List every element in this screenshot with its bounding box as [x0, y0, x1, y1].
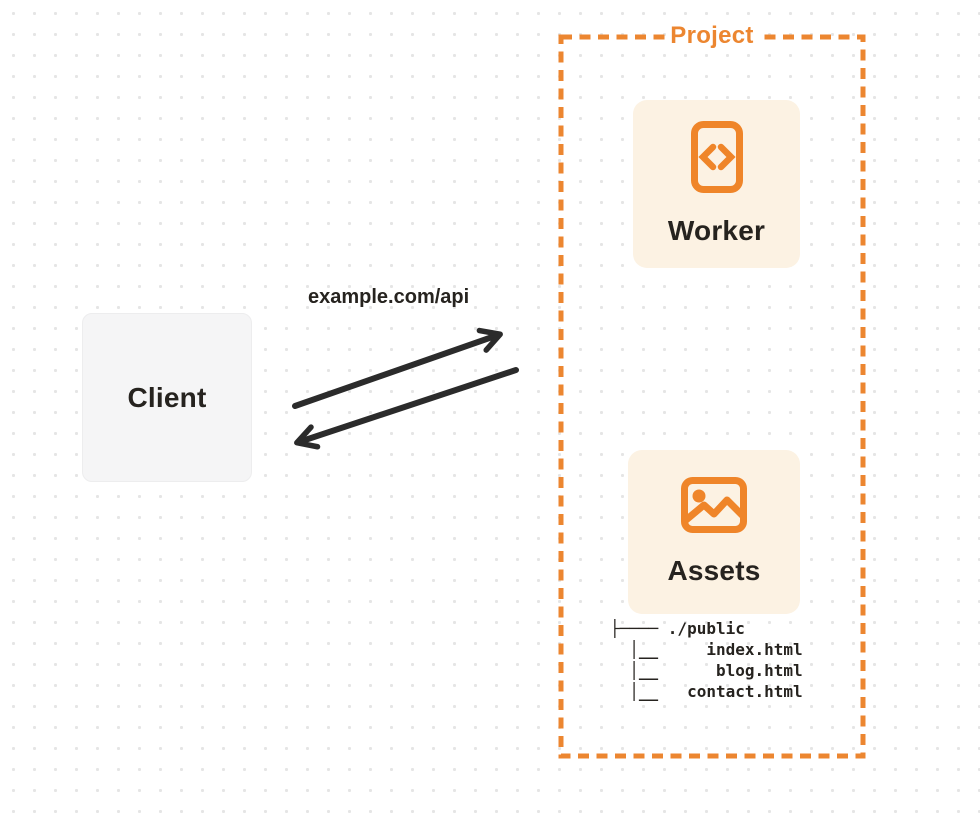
worker-label: Worker	[667, 215, 766, 246]
assets-node[interactable]: Assets	[628, 450, 800, 614]
file-tree-root: ├──── ./public	[610, 619, 745, 638]
image-icon	[681, 477, 747, 533]
project-group-label: Project	[560, 21, 864, 51]
code-document-icon	[690, 121, 743, 193]
file-tree-item-index: │__ index.html	[610, 640, 803, 659]
assets-label: Assets	[667, 555, 761, 586]
worker-node[interactable]: Worker	[633, 100, 800, 268]
request-arrow	[292, 327, 503, 409]
project-label-text: Project	[667, 21, 757, 51]
client-label: Client	[127, 381, 207, 413]
assets-file-tree: ├──── ./public │__ index.html │__ blog.h…	[610, 618, 803, 702]
connection-url-label: example.com/api	[308, 286, 470, 308]
file-tree-item-contact: │__ contact.html	[610, 682, 803, 701]
response-arrow	[294, 367, 519, 450]
file-tree-item-blog: │__ blog.html	[610, 661, 803, 680]
client-node[interactable]: Client	[82, 313, 252, 482]
